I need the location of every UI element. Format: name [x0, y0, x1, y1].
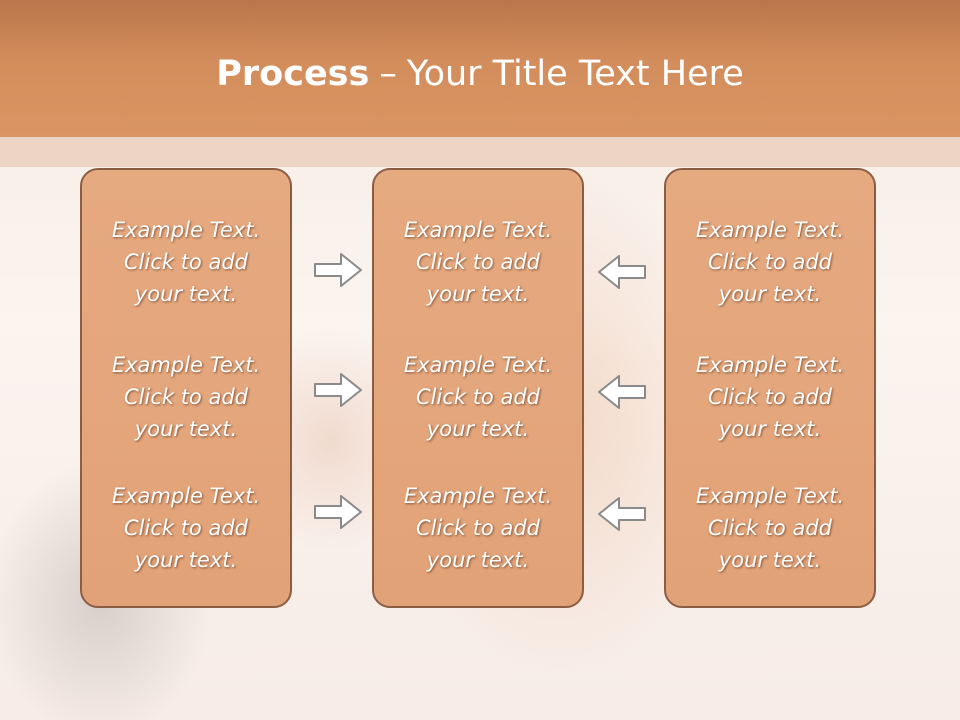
text-line: Example Text. [403, 218, 553, 242]
text-line: Click to add [415, 516, 540, 540]
text-line: your text. [134, 417, 238, 441]
text-line: Click to add [707, 385, 832, 409]
text-line: your text. [426, 417, 530, 441]
text-line: Click to add [707, 250, 832, 274]
slide-title[interactable]: Process–Your Title Text Here [0, 52, 960, 96]
text-block[interactable]: Example Text. Click to add your text. [666, 349, 874, 445]
text-block[interactable]: Example Text. Click to add your text. [82, 349, 290, 445]
text-line: Click to add [415, 385, 540, 409]
text-line: Click to add [123, 250, 248, 274]
text-line: Example Text. [695, 353, 845, 377]
process-box-center[interactable]: Example Text. Click to add your text. Ex… [372, 168, 584, 608]
text-line: Example Text. [111, 353, 261, 377]
text-line: your text. [718, 282, 822, 306]
text-block[interactable]: Example Text. Click to add your text. [374, 349, 582, 445]
arrow-right-icon [314, 495, 362, 529]
text-line: your text. [718, 548, 822, 572]
arrow-right-icon [314, 253, 362, 287]
text-block[interactable]: Example Text. Click to add your text. [82, 214, 290, 310]
text-line: Click to add [123, 516, 248, 540]
text-block[interactable]: Example Text. Click to add your text. [82, 480, 290, 576]
title-bar: Process–Your Title Text Here [0, 0, 960, 137]
text-line: Example Text. [695, 484, 845, 508]
arrow-right-icon [314, 373, 362, 407]
text-line: Click to add [707, 516, 832, 540]
arrow-left-icon [598, 375, 646, 409]
text-line: Example Text. [403, 484, 553, 508]
title-bold: Process [216, 54, 370, 94]
arrow-left-icon [598, 497, 646, 531]
text-block[interactable]: Example Text. Click to add your text. [666, 480, 874, 576]
arrow-left-icon [598, 255, 646, 289]
text-line: Example Text. [695, 218, 845, 242]
process-box-right[interactable]: Example Text. Click to add your text. Ex… [664, 168, 876, 608]
process-box-left[interactable]: Example Text. Click to add your text. Ex… [80, 168, 292, 608]
title-text: Your Title Text Here [406, 54, 744, 94]
text-line: Click to add [123, 385, 248, 409]
text-line: your text. [134, 282, 238, 306]
text-line: your text. [718, 417, 822, 441]
text-block[interactable]: Example Text. Click to add your text. [374, 214, 582, 310]
text-line: Example Text. [403, 353, 553, 377]
text-block[interactable]: Example Text. Click to add your text. [666, 214, 874, 310]
title-separator: – [379, 54, 397, 94]
text-line: Example Text. [111, 484, 261, 508]
text-line: your text. [134, 548, 238, 572]
text-line: your text. [426, 548, 530, 572]
text-line: your text. [426, 282, 530, 306]
text-line: Click to add [415, 250, 540, 274]
text-block[interactable]: Example Text. Click to add your text. [374, 480, 582, 576]
text-line: Example Text. [111, 218, 261, 242]
header-band [0, 137, 960, 167]
